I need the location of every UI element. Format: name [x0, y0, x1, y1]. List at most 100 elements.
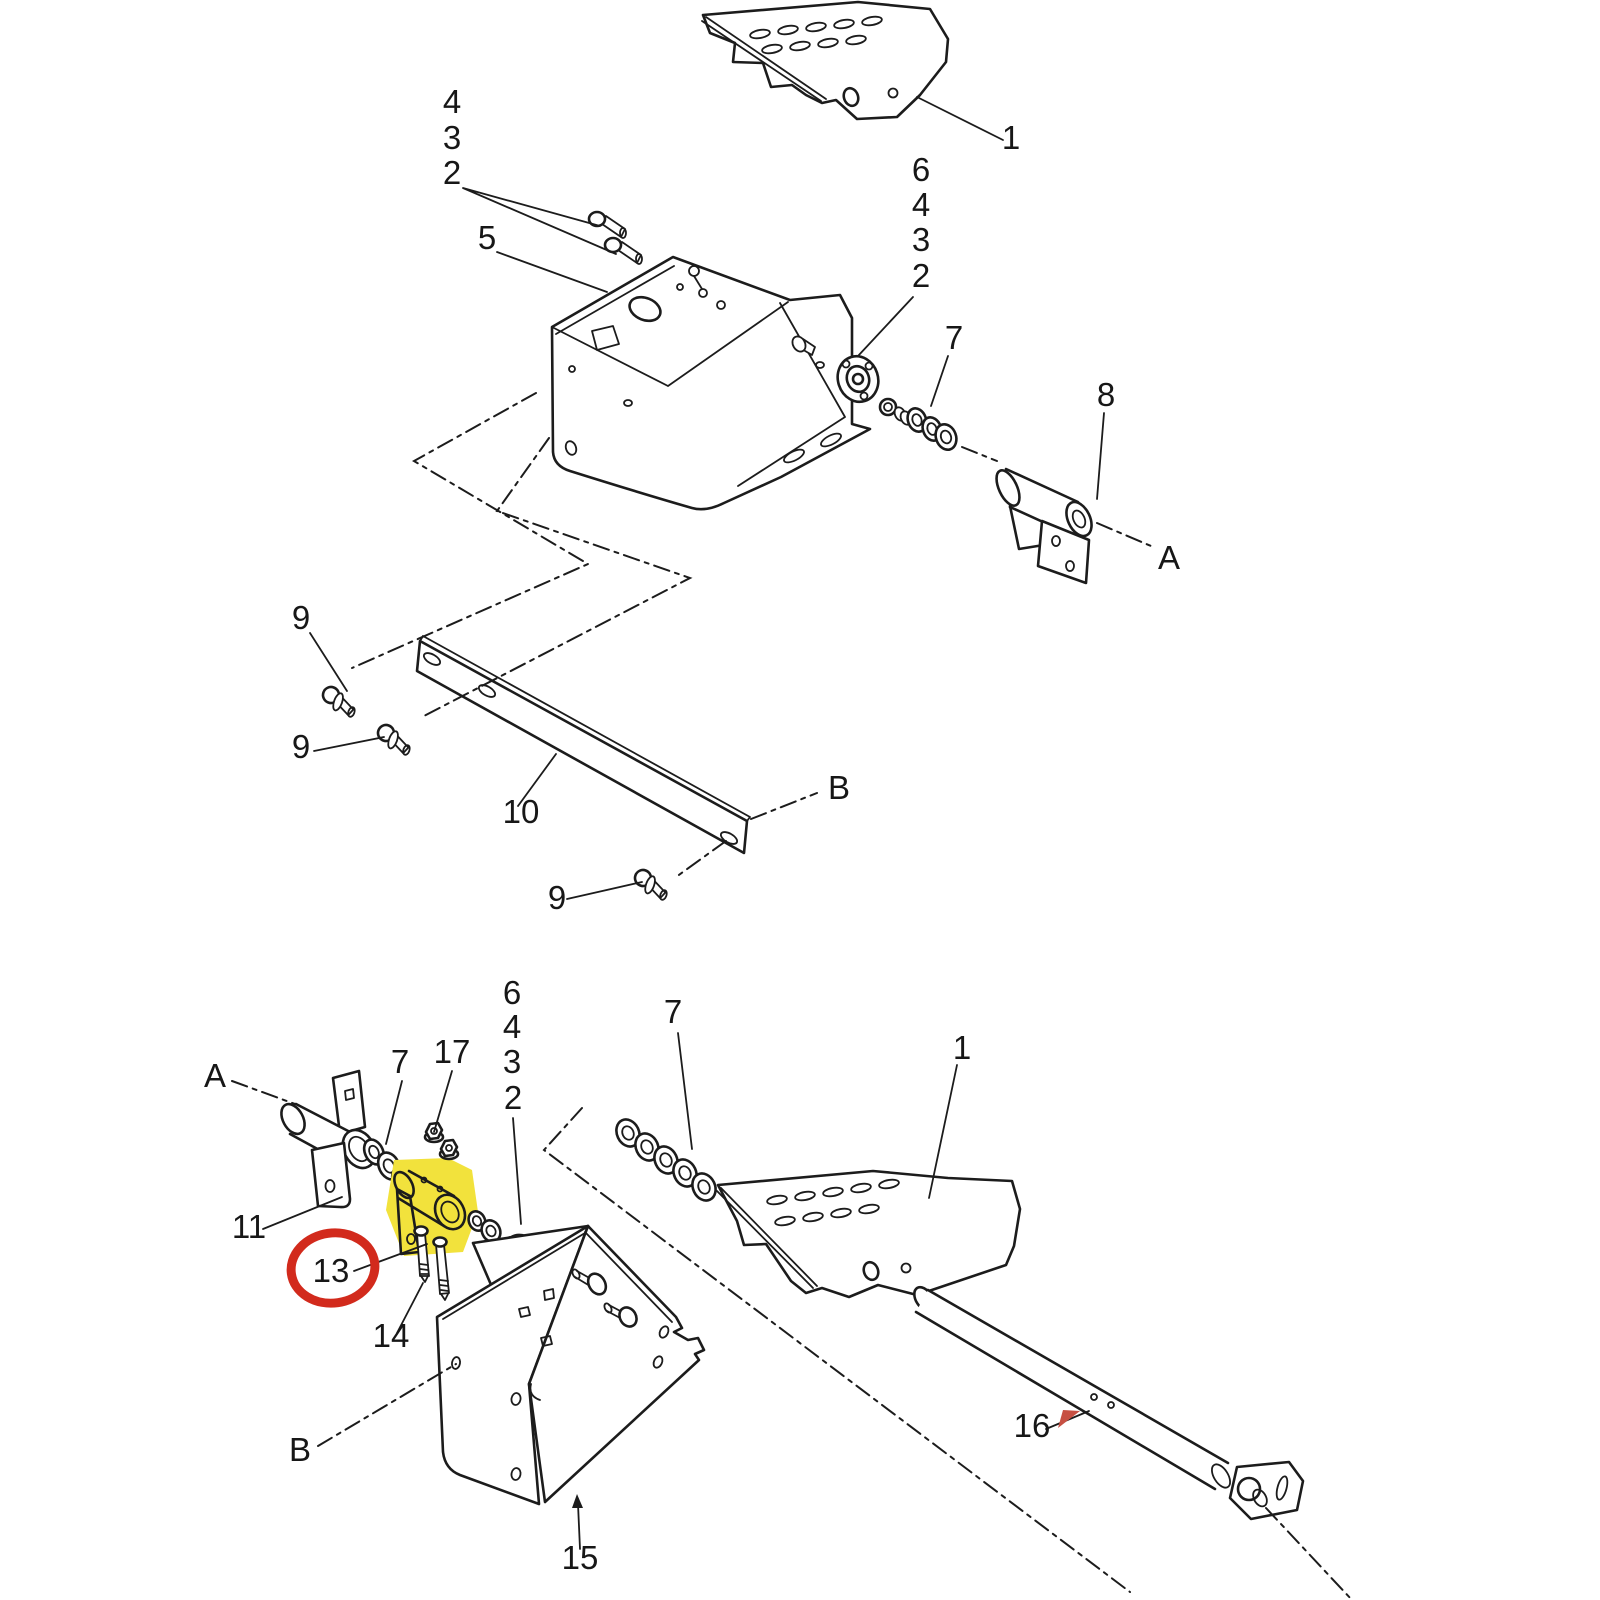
leader-lines-lower: [262, 1032, 1090, 1550]
flange-slot: [820, 432, 842, 448]
red-circle-annotation: [286, 1228, 380, 1308]
mount-bracket-top: [550, 255, 880, 511]
slot-hole: [1275, 1475, 1289, 1501]
slot-hole: [719, 831, 739, 845]
callout-3-upper: 3: [443, 119, 461, 156]
small-hole: [1107, 1401, 1115, 1409]
plate-round-hole: [887, 87, 899, 99]
diamond-hole: [591, 325, 620, 351]
small-hole: [436, 1185, 444, 1193]
small-hole: [623, 399, 633, 407]
mount-plate: [1036, 519, 1091, 585]
small-hole: [676, 283, 684, 291]
callout-15: 15: [562, 1539, 599, 1576]
callout-9a: 9: [292, 599, 310, 636]
plate-outline: [701, 0, 950, 121]
hole: [1065, 560, 1075, 572]
bolt: [321, 685, 356, 718]
bolt: [376, 723, 411, 756]
bolts-item9: [321, 685, 668, 901]
callout-7-left: 7: [391, 1043, 409, 1080]
pins-on-bracket: [571, 1268, 638, 1328]
square-hole: [344, 1088, 355, 1101]
callout-8: 8: [1097, 376, 1115, 413]
plate-slot-holes: [766, 1178, 900, 1227]
axis-b-lower: B: [289, 1431, 311, 1468]
support-bracket-item15: [435, 1224, 706, 1506]
bracket-holes: [451, 1288, 670, 1481]
axis-a-lower: A: [204, 1057, 226, 1094]
small-hole: [815, 361, 825, 369]
plate-oval-hole: [862, 1260, 880, 1282]
footrest-plate-bottom: [716, 1169, 1022, 1299]
left-face: [435, 1224, 590, 1506]
plate-fold-line: [701, 16, 827, 102]
plate-slot-holes: [749, 15, 883, 55]
strap-lower: [310, 1141, 352, 1209]
flange-nuts-item17: [423, 1121, 460, 1161]
plate-outline: [716, 1169, 1022, 1299]
plate-oval-hole: [842, 86, 860, 108]
bolt-pair-item2: [587, 210, 643, 265]
hole: [1051, 535, 1061, 547]
flanged-hub-item2: [836, 354, 880, 404]
yellow-highlight: [386, 1158, 478, 1256]
strap-bar-item10: [415, 635, 751, 855]
callout-4-lower: 4: [503, 1008, 521, 1045]
stud-cap: [791, 335, 807, 353]
right-face: [527, 1224, 706, 1504]
callout-1-lower: 1: [953, 1029, 971, 1066]
callout-10: 10: [503, 793, 540, 830]
oval-hole: [564, 440, 578, 456]
bore: [1071, 509, 1087, 529]
lower-assembly: [231, 1032, 1353, 1600]
callout-14: 14: [373, 1317, 410, 1354]
callout-2-upper: 2: [443, 154, 461, 191]
cylinder-cap: [995, 469, 1021, 507]
axis-a-upper: A: [1158, 539, 1180, 576]
flange-slot: [783, 448, 805, 464]
small-hole: [1090, 1393, 1098, 1401]
bolt-tip: [635, 253, 643, 265]
small-hole: [420, 1176, 428, 1184]
tube-item16: [913, 1285, 1305, 1521]
callout-9b: 9: [292, 728, 310, 765]
slot-hole: [422, 652, 442, 666]
callout-5: 5: [478, 219, 496, 256]
leader-lines-upper: [309, 96, 1105, 900]
cylinder-end: [433, 1193, 467, 1231]
callout-2b-upper: 2: [912, 257, 930, 294]
footrest-plate-top: [701, 0, 950, 121]
callout-6-upper: 6: [912, 151, 930, 188]
callout-4b-upper: 4: [912, 186, 930, 223]
callout-9c: 9: [548, 879, 566, 916]
plate-round-hole: [900, 1262, 912, 1274]
bolt: [633, 868, 668, 901]
red-arrow-annotation: [1058, 1410, 1080, 1428]
bracket-edges: [551, 265, 846, 487]
callout-13-circled: 13: [313, 1252, 350, 1289]
oval-hole: [628, 295, 662, 323]
cylinder-body: [396, 1169, 456, 1228]
pivot-weldment-item11: [280, 1069, 377, 1209]
callout-11: 11: [232, 1208, 266, 1245]
callout-16: 16: [1014, 1407, 1051, 1444]
slot-hole: [477, 684, 497, 698]
washer-stack-top: [878, 397, 958, 451]
axis-b-upper: B: [828, 769, 850, 806]
plate-fold-line: [716, 1187, 818, 1289]
callout-17: 17: [434, 1033, 471, 1070]
arrowhead-15: [572, 1494, 583, 1508]
bolt-tip: [619, 227, 627, 239]
boss: [1236, 1476, 1262, 1502]
callout-7-upper: 7: [945, 319, 963, 356]
cylinder-end: [1065, 500, 1093, 538]
hole: [406, 1233, 416, 1245]
callout-2-lower: 2: [504, 1079, 522, 1116]
hole: [324, 1179, 336, 1193]
callout-4-upper: 4: [443, 83, 461, 120]
callout-7-right: 7: [664, 993, 682, 1030]
pivot-bracket-item8: [995, 467, 1093, 585]
